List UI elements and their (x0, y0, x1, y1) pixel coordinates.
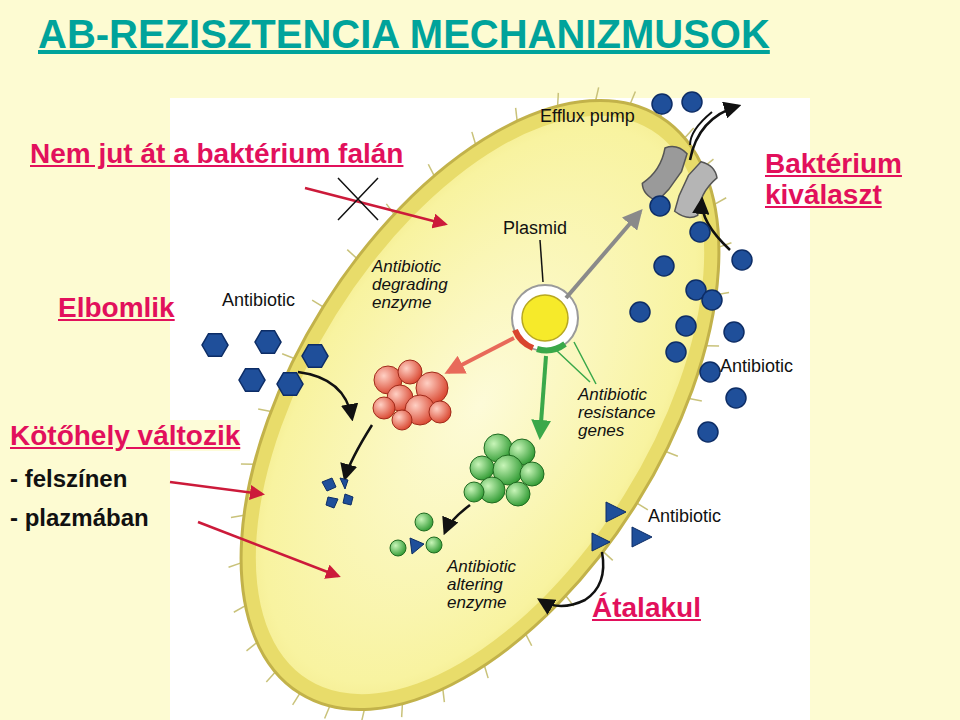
pump-gene-arrow (566, 212, 640, 298)
alter-arrow (445, 505, 470, 532)
mechanism-label: Baktérium kiválaszt (765, 148, 955, 211)
plasmid-leader (540, 240, 543, 282)
mechanism-label: Átalakul (592, 592, 701, 623)
part-label: Antibiotic (648, 506, 721, 526)
altering-enzyme (464, 434, 544, 506)
mechanism-label: Nem jut át a baktérium falán (30, 138, 403, 169)
part-label: Antibiotic (720, 356, 793, 376)
antibiotic-fragments (322, 478, 353, 508)
antibiotic-triangles (592, 502, 652, 551)
bacterium-cell (125, 0, 836, 720)
mechanism-label: Kötőhely változik (10, 420, 240, 451)
gene-leader (556, 342, 596, 384)
part-label: Efflux pump (540, 106, 635, 126)
efflux-pump (638, 141, 722, 223)
alter-gene-arrow (540, 356, 546, 436)
degrade-gene-arrow (448, 338, 514, 372)
block-cross (338, 178, 378, 220)
degrading-enzyme (373, 360, 451, 430)
part-label: Plasmid (503, 218, 567, 238)
fragment-arrow (345, 425, 372, 478)
plasma-arrow (198, 522, 338, 576)
mechanism-label: Elbomlik (58, 292, 175, 323)
slide-title: AB-REZISZTENCIA MECHANIZMUSOK (38, 12, 770, 57)
list-item: - plazmában (10, 505, 149, 532)
part-label: Antibiotic altering enzyme (447, 558, 547, 612)
part-label: Antibiotic degrading enzyme (372, 258, 477, 312)
blocked-arrow (305, 188, 445, 224)
surface-arrow (170, 482, 262, 494)
part-label: Antibiotic (222, 290, 295, 310)
efflux-arrow (690, 106, 738, 160)
degrade-arrow (298, 372, 352, 418)
list-item: - felszínen (10, 466, 127, 493)
efflux-arrow-tail (690, 112, 712, 145)
part-label: Antibiotic resistance genes (578, 386, 688, 440)
antibiotic-circles (630, 92, 752, 442)
altered-antibiotic (390, 513, 442, 556)
antibiotic-hexagons (202, 331, 328, 396)
